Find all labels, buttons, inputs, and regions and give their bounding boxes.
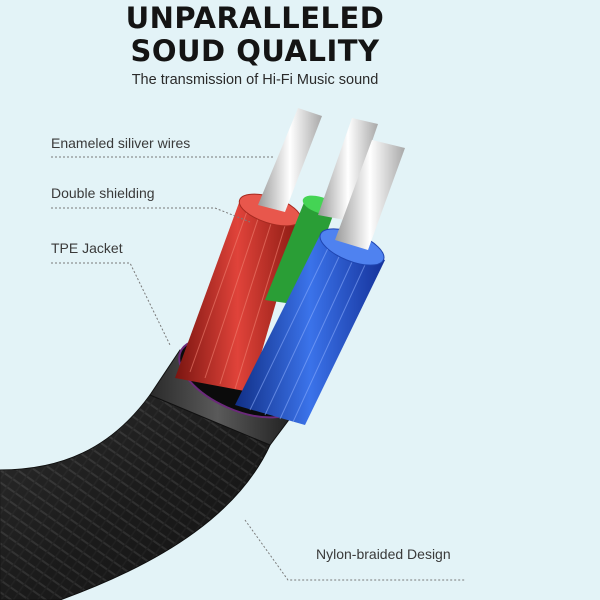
callout-enameled-wires: Enameled siliver wires: [51, 135, 191, 151]
blue-conductor: [235, 235, 385, 425]
green-conductor: [265, 200, 335, 305]
subtitle: The transmission of Hi-Fi Music sound: [131, 72, 379, 88]
red-conductor: [175, 200, 300, 392]
callout-lines: [51, 156, 465, 581]
callout-nylon-braided: Nylon-braided Design: [316, 546, 451, 562]
callout-double-shielding: Double shielding: [51, 185, 155, 201]
silver-wires: [258, 108, 405, 250]
headline-line-1: UNPARALLELED: [125, 1, 385, 35]
callout-tpe-jacket: TPE Jacket: [51, 240, 123, 256]
headline-line-2: SOUD QUALITY: [130, 34, 380, 68]
